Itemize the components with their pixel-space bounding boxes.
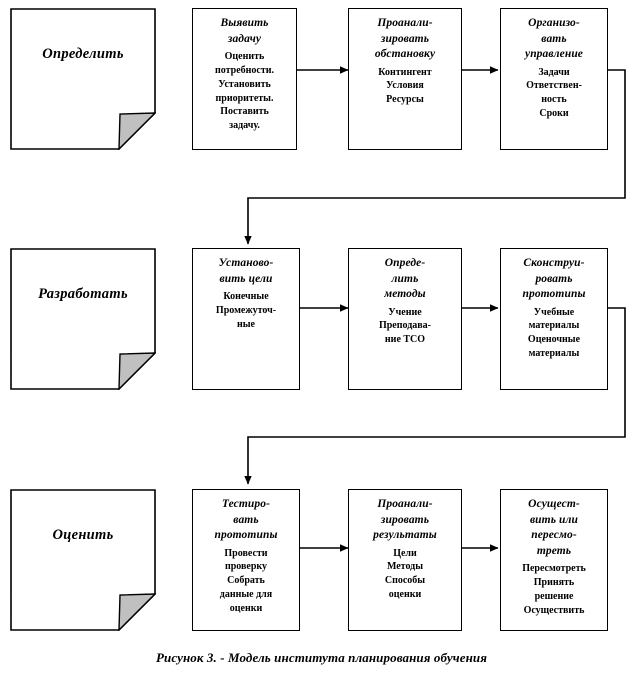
step-box-test-prototypes[interactable]: Тестиро- вать прототипы Провести проверк… <box>192 489 300 631</box>
step-title-line: вать <box>233 513 259 526</box>
step-item: Конечные <box>223 291 269 303</box>
step-title-line: вить или <box>529 513 579 526</box>
phase-label: Разработать <box>38 286 128 302</box>
phase-label: Оценить <box>52 527 114 543</box>
step-box-define-methods[interactable]: Опреде- лить методы Учение Преподава- ни… <box>348 248 462 390</box>
step-title-line: прототипы <box>522 288 586 301</box>
step-box-organize-management[interactable]: Организо- вать управление Задачи Ответст… <box>500 8 608 150</box>
page-shape-icon <box>10 248 156 390</box>
step-item: Ответствен- <box>526 80 582 92</box>
figure-caption: Рисунок 3. - Модель института планирован… <box>155 650 488 665</box>
step-item: Поставить <box>220 106 269 118</box>
step-item: Задачи <box>538 66 570 78</box>
step-item: Преподава- <box>378 320 432 332</box>
step-title-line: ровать <box>535 272 573 285</box>
step-box-analyze-results[interactable]: Проанали- зировать результаты Цели Метод… <box>348 489 462 631</box>
step-box-set-goals[interactable]: Установо- вить цели Конечные Промежуточ-… <box>192 248 300 390</box>
step-item: проверку <box>224 561 268 573</box>
phase-card-define[interactable]: Определить <box>10 8 156 150</box>
step-title-line: Проанали- <box>377 17 433 29</box>
step-item: Методы <box>386 561 424 573</box>
step-item: ние ТСО <box>384 334 426 346</box>
step-title-line: управление <box>524 48 584 61</box>
step-item: Учение <box>388 306 422 318</box>
step-item: Установить <box>218 78 271 90</box>
step-item: Цели <box>393 547 417 559</box>
step-title-line: Выявить <box>220 17 269 29</box>
step-item: оценки <box>388 589 422 601</box>
step-title-line: прототипы <box>214 529 278 542</box>
step-item: Осуществить <box>523 604 585 616</box>
step-title-line: вить цели <box>219 272 273 285</box>
step-box-construct-prototypes[interactable]: Сконструи- ровать прототипы Учебные мате… <box>500 248 608 390</box>
phase-card-evaluate[interactable]: Оценить <box>10 489 156 631</box>
step-title-line: Установо- <box>218 257 274 269</box>
step-item: Промежуточ- <box>215 304 277 316</box>
step-title-line: зировать <box>380 513 430 526</box>
step-item: Провести <box>224 547 268 559</box>
step-item: потребности. <box>214 64 275 76</box>
page-shape-icon <box>10 8 156 150</box>
step-item: материалы <box>528 348 580 360</box>
step-title-line: Проанали- <box>377 498 433 510</box>
step-title-line: пересмо- <box>531 529 577 542</box>
step-item: решение <box>534 590 574 602</box>
step-item: задачу. <box>229 120 260 132</box>
step-item: Условия <box>386 80 424 92</box>
step-title-line: вать <box>541 32 567 45</box>
phase-card-develop[interactable]: Разработать <box>10 248 156 390</box>
step-title-line: Осущест- <box>528 498 580 510</box>
step-item: ность <box>541 94 567 106</box>
step-item: Учебные <box>533 306 575 318</box>
step-title-line: Опреде- <box>384 257 426 269</box>
step-item: Пересмотреть <box>522 563 586 575</box>
step-item: Ресурсы <box>386 94 424 106</box>
step-title-line: Тестиро- <box>221 498 271 510</box>
step-title-line: задачу <box>227 32 262 45</box>
step-item: ные <box>236 318 255 330</box>
step-title-line: лить <box>391 272 419 285</box>
step-title-line: треть <box>536 544 572 557</box>
step-title-line: Сконструи- <box>523 257 585 269</box>
step-item: Собрать <box>227 575 265 587</box>
step-item: материалы <box>528 320 580 332</box>
step-box-analyze-situation[interactable]: Проанали- зировать обстановку Контингент… <box>348 8 462 150</box>
step-item: приоритеты. <box>215 92 274 104</box>
page-shape-icon <box>10 489 156 631</box>
step-item: Принять <box>533 577 575 589</box>
phase-label: Определить <box>42 46 124 62</box>
step-item: Контингент <box>378 66 432 78</box>
step-item: Оценить <box>224 51 265 63</box>
step-item: Оценочные <box>527 334 581 346</box>
step-title-line: Организо- <box>528 17 580 29</box>
step-item: данные для <box>219 589 273 601</box>
step-title-line: обстановку <box>374 48 436 61</box>
step-title-line: результаты <box>373 529 437 542</box>
step-title-line: методы <box>384 288 426 301</box>
step-item: Способы <box>384 575 426 587</box>
step-item: Сроки <box>539 108 569 120</box>
step-box-implement-or-revise[interactable]: Осущест- вить или пересмо- треть Пересмо… <box>500 489 608 631</box>
step-item: оценки <box>229 602 263 614</box>
step-box-identify-task[interactable]: Выявить задачу Оценить потребности. Уста… <box>192 8 297 150</box>
step-title-line: зировать <box>380 32 430 45</box>
